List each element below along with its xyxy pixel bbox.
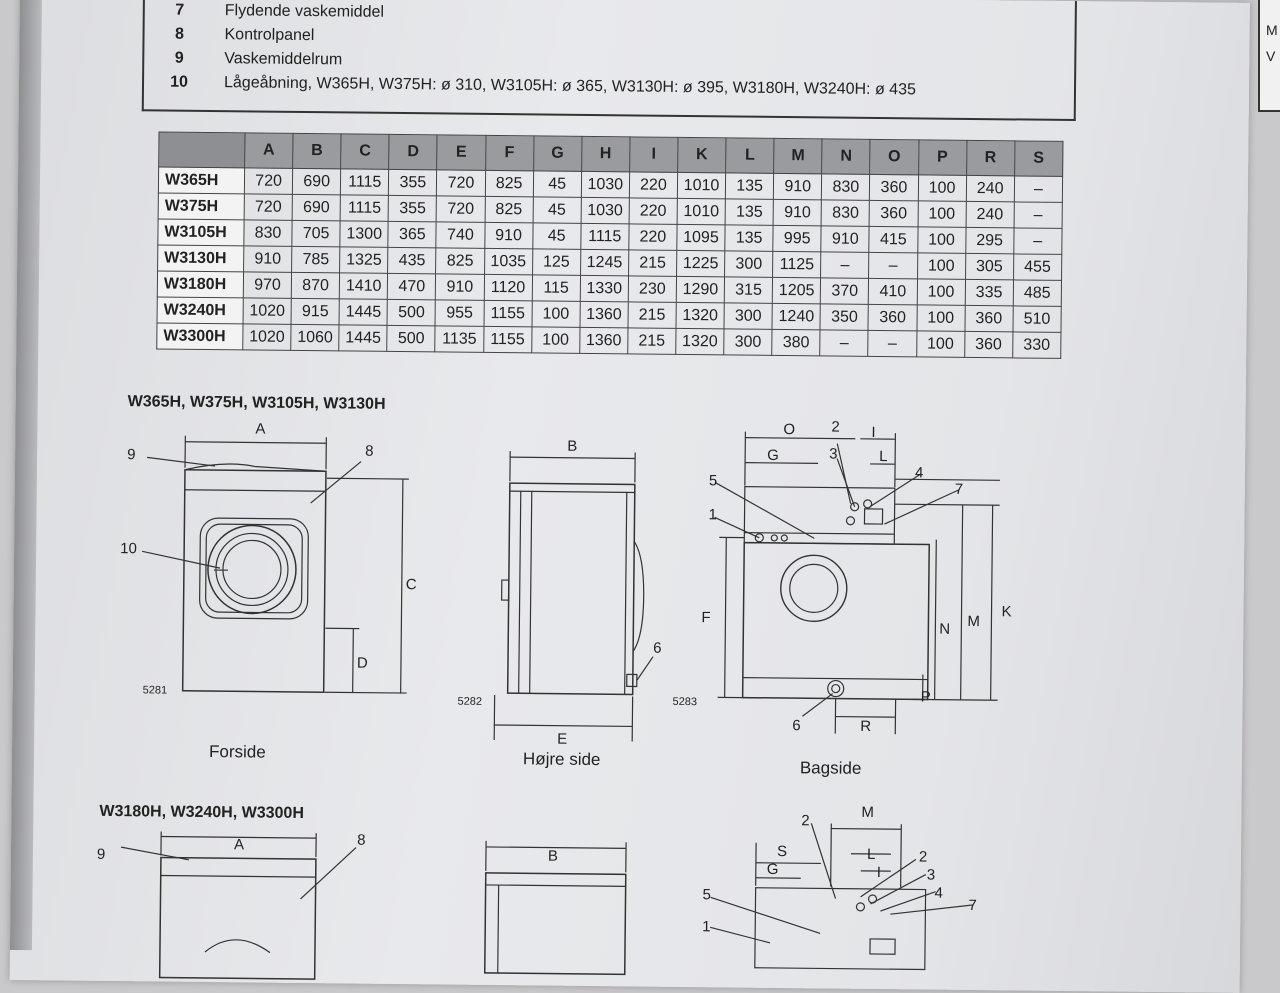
callout-8-large: 8 — [357, 832, 366, 849]
front-view-drawing-large — [120, 831, 357, 979]
dim-label-a-large: A — [234, 836, 244, 853]
caption-front: Forside — [209, 742, 266, 763]
callout-9: 9 — [127, 446, 136, 463]
dim-label-o: O — [783, 421, 795, 438]
callout-2a-large: 2 — [801, 812, 810, 829]
callout-9-large: 9 — [97, 846, 106, 863]
front-view-drawing — [141, 435, 410, 693]
dim-label-e: E — [557, 731, 567, 748]
callout-6-back: 6 — [792, 717, 801, 734]
dim-label-k: K — [1001, 603, 1011, 620]
dim-label-i-large: I — [877, 864, 881, 881]
dim-label-r: R — [860, 718, 871, 735]
callout-3: 3 — [829, 445, 838, 462]
section-heading-large-models: W3180H, W3240H, W3300H — [99, 803, 304, 823]
caption-right-side: Højre side — [523, 749, 601, 770]
dim-label-a: A — [255, 420, 265, 437]
dim-label-m-large: M — [861, 804, 874, 821]
figure-id-back: 5283 — [673, 696, 698, 708]
dim-label-p: P — [921, 688, 931, 705]
dim-label-d: D — [357, 655, 368, 672]
dim-label-b: B — [567, 438, 577, 455]
back-view-drawing — [712, 431, 1000, 735]
callout-1: 1 — [708, 506, 717, 523]
callout-2b-large: 2 — [919, 848, 928, 865]
dim-label-f: F — [701, 609, 710, 626]
callout-8: 8 — [365, 443, 374, 460]
dim-label-l: L — [879, 448, 888, 465]
callout-10: 10 — [120, 540, 137, 557]
callout-2: 2 — [831, 419, 840, 436]
callout-7-large: 7 — [968, 897, 977, 914]
dim-label-i: I — [871, 424, 875, 441]
technical-drawings: A C D 9 8 10 5281 B E 6 5282 O G I L F N… — [10, 0, 1250, 993]
adjacent-sheet-letter: M — [1266, 22, 1278, 38]
callout-3-large: 3 — [927, 867, 936, 884]
callout-4-large: 4 — [935, 885, 944, 902]
callout-4: 4 — [915, 464, 924, 481]
manual-page: 7 Flydende vaskemiddel 8 Kontrolpanel 9 … — [10, 0, 1250, 993]
callout-5-large: 5 — [702, 886, 711, 903]
dim-label-c: C — [406, 576, 417, 593]
right-side-view-drawing — [494, 451, 655, 742]
figure-id-front: 5281 — [143, 684, 168, 696]
callout-7: 7 — [955, 481, 964, 498]
dim-label-s-large: S — [777, 843, 787, 860]
callout-6-right: 6 — [653, 640, 662, 657]
callout-1-large: 1 — [702, 918, 711, 935]
dim-label-g: G — [767, 447, 779, 464]
adjacent-sheet-edge: M V — [1258, 0, 1280, 112]
dim-label-l-large: L — [867, 846, 876, 863]
callout-5: 5 — [709, 472, 718, 489]
dim-label-b-large: B — [548, 848, 558, 865]
dim-label-g-large: G — [767, 861, 779, 878]
caption-back: Bagside — [800, 758, 862, 779]
dim-label-m: M — [967, 613, 980, 630]
dim-label-n: N — [939, 621, 950, 638]
adjacent-sheet-letter: V — [1266, 48, 1275, 64]
figure-id-right: 5282 — [458, 696, 483, 708]
